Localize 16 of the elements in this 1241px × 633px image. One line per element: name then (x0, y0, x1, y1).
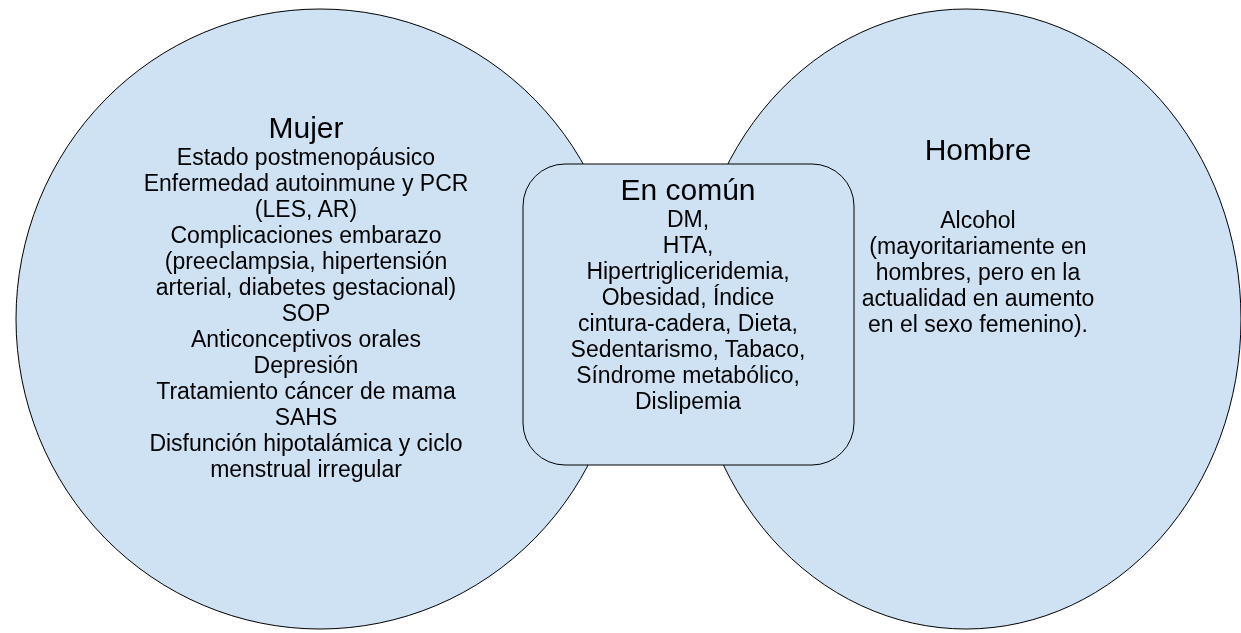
heading: Hombre (924, 134, 1032, 166)
list-item: Anticonceptivos orales (189, 326, 423, 352)
list-item: SOP (280, 300, 332, 326)
list-item: Enfermedad autoinmune y PCR (LES, AR) (142, 170, 470, 222)
list-item: Estado postmenopáusico (175, 144, 437, 170)
list-item: Hipertrigliceridemia, Obesidad, Índice cintura-cadera, Dieta, Sedentarismo, Tabaco, Síndrome metabólico, Dislipemia (569, 258, 807, 414)
heading: Mujer (268, 112, 344, 144)
list-item: Disfunción hipotalámica y ciclo menstrual irregular (148, 430, 464, 482)
list-item: Complicaciones embarazo (preeclampsia, hipertensión arterial, diabetes gestacional) (154, 222, 458, 300)
heading: En común (620, 174, 756, 206)
list-item: DM, (665, 206, 711, 232)
list-item: Alcohol (mayoritariamente en hombres, pero en la actualidad en aumento en el sexo femenino). (860, 207, 1096, 337)
list-item: SAHS (273, 404, 339, 430)
list-item: Tratamiento cáncer de mama (155, 378, 457, 404)
list-item: Depresión (252, 352, 360, 378)
list-item: HTA, (661, 232, 715, 258)
